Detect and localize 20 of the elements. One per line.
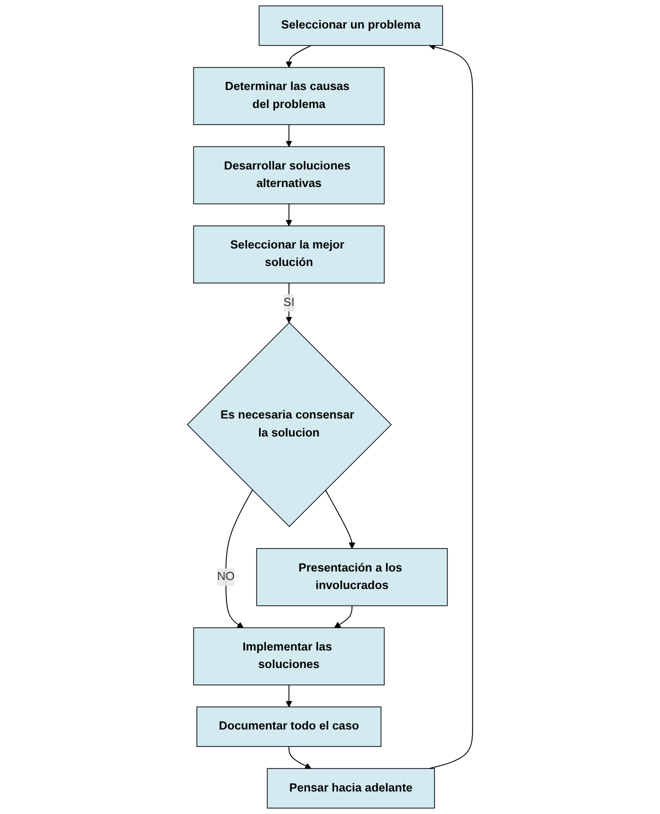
node-box: Determinar las causas del problema [193, 67, 385, 126]
node-box: Desarrollar soluciones alternativas [193, 146, 385, 204]
arrow [334, 605, 352, 628]
node-box: Implementar las soluciones [193, 627, 385, 686]
node-box: Pensar hacia adelante [266, 768, 435, 808]
arrow [288, 746, 312, 769]
arrow [286, 45, 312, 68]
arrow [325, 490, 356, 549]
node-box: Presentación a los involucrados [256, 548, 448, 606]
node-box: Seleccionar un problema [258, 6, 444, 46]
arrow [428, 44, 474, 769]
node-diamond: Es necesaria consensar la solucion [186, 322, 392, 528]
arrow [286, 124, 292, 147]
node-box: Seleccionar la mejor solución [193, 226, 385, 284]
arrow [286, 684, 292, 708]
edge-label: NO [217, 570, 235, 583]
node-box: Documentar todo el caso [196, 706, 382, 747]
edge-label: SI [283, 296, 294, 309]
arrow [225, 490, 253, 628]
arrow [286, 203, 292, 226]
